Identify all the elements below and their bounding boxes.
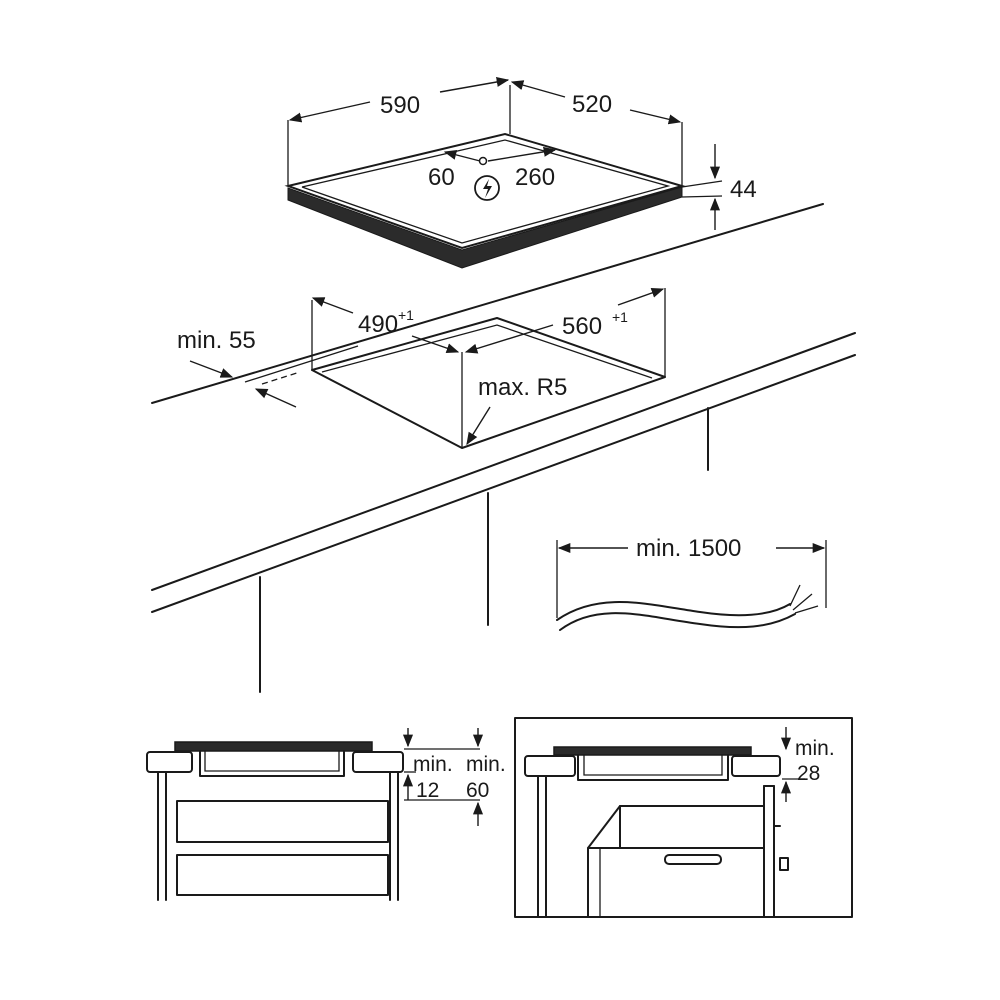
worktop xyxy=(151,203,856,693)
hob-3d-view xyxy=(284,85,723,269)
hob-height-dimension: 44 xyxy=(709,144,757,230)
edge-distance-label: min. 55 xyxy=(177,327,256,354)
cutout-width-label: 490 xyxy=(358,311,398,338)
connection-offset-left-label: 60 xyxy=(428,164,455,191)
cutout-depth-dimension: 560 +1 xyxy=(464,288,665,354)
power-cable: min. 1500 xyxy=(556,535,827,631)
corner-radius-callout: max. R5 xyxy=(466,374,567,446)
hob-width-dimension: 590 xyxy=(288,77,510,123)
hob-depth-dimension: 520 xyxy=(510,80,682,125)
front-edge-dimension: min. 55 xyxy=(177,327,359,408)
hob-width-label: 590 xyxy=(380,92,420,119)
depth-min-label-left: min. xyxy=(466,753,506,776)
cutout-width-tolerance: +1 xyxy=(398,307,414,323)
cutout-width-dimension: 490 +1 xyxy=(311,297,460,354)
connection-offset-right-label: 260 xyxy=(515,164,555,191)
gap-min-label-left: min. xyxy=(413,753,453,776)
cutout-depth-label: 560 xyxy=(562,313,602,340)
section-oven: min. 28 xyxy=(514,717,853,918)
hob-height-label: 44 xyxy=(730,176,757,203)
section-drawers: min. 12 min. 60 xyxy=(146,728,506,901)
gap-min-label-right: min. xyxy=(795,737,835,760)
gap-value-left: 12 xyxy=(416,779,439,802)
gap-value-right: 28 xyxy=(797,762,820,785)
cable-length-label: min. 1500 xyxy=(636,535,741,562)
corner-radius-label: max. R5 xyxy=(478,374,567,401)
cutout-opening xyxy=(311,288,666,449)
cutout-depth-tolerance: +1 xyxy=(612,309,628,325)
hob-depth-label: 520 xyxy=(572,91,612,118)
connection-point-dimension: 60 260 xyxy=(428,146,557,201)
electrical-hazard-icon xyxy=(474,175,500,201)
depth-value-left: 60 xyxy=(466,779,489,802)
